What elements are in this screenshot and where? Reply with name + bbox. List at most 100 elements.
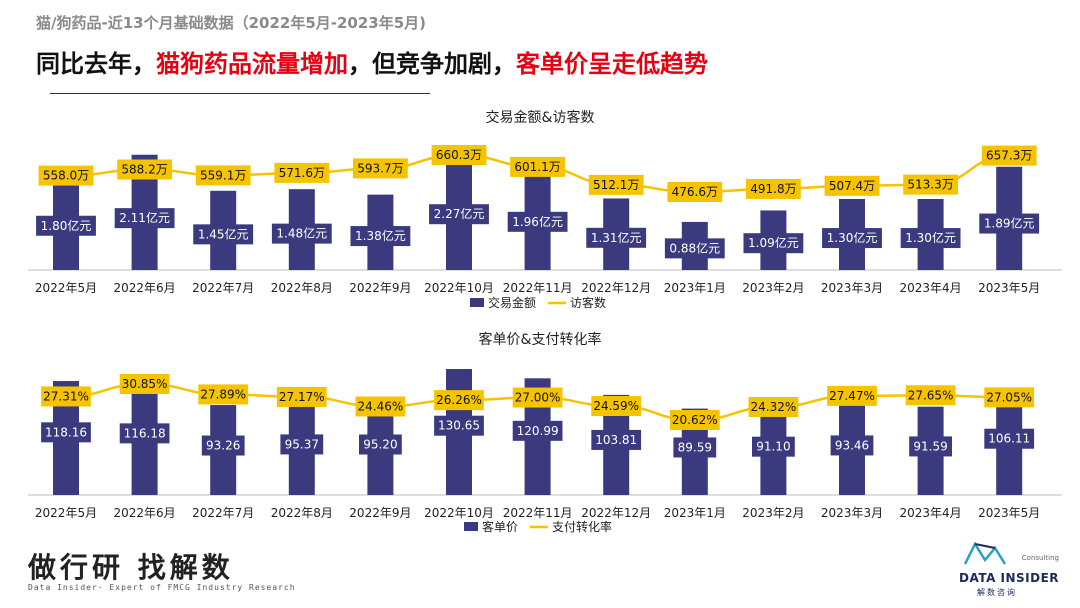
chart1-legend-bar-swatch	[470, 298, 484, 307]
chart2-bar-label-bg	[41, 422, 91, 443]
chart2-line-label-bg	[984, 387, 1035, 408]
chart2-bar-label: 120.99	[517, 424, 559, 438]
chart1-bar-label-bg	[114, 208, 175, 229]
chart2-bar-label-bg	[512, 420, 563, 441]
chart1-line-label-bg	[195, 165, 251, 186]
chart1-bar-label-bg	[664, 238, 725, 259]
chart1-line-label-bg	[746, 178, 801, 199]
chart1-bar-label-bg	[822, 228, 882, 249]
data-insider-logo: Consulting DATA INSIDER 解数咨询	[955, 538, 1065, 600]
chart1-x-tick-label: 2023年3月	[821, 281, 883, 295]
chart1-line-label-bg	[274, 162, 330, 183]
chart2-x-tick-label: 2022年8月	[271, 506, 333, 520]
chart2-x-tick-label: 2023年2月	[742, 506, 804, 520]
headline-part1: 同比去年，	[36, 50, 156, 78]
headline-part2: ，但竞争加剧，	[348, 50, 516, 78]
chart1-legend-bar-label: 交易金额	[488, 295, 536, 310]
chart2-bar-label: 91.59	[913, 439, 947, 453]
headline-highlight-price: 客单价呈走低趋势	[516, 50, 708, 78]
chart1-bar-label-bg	[743, 233, 804, 254]
chart2-x-tick-label: 2022年9月	[349, 506, 411, 520]
chart2-bar-label: 91.10	[756, 440, 790, 454]
chart1-line-label: 512.1万	[593, 178, 639, 192]
chart1-line-label-bg	[667, 182, 723, 202]
chart2-line-label-bg	[198, 384, 249, 405]
chart1-line-label: 476.6万	[672, 185, 718, 199]
chart2-bar-label-bg	[359, 434, 402, 455]
chart1-line-label-bg	[353, 158, 408, 179]
chart2-line-label-bg	[41, 386, 91, 407]
chart2-line-label: 30.85%	[122, 377, 168, 391]
chart1-bar-label: 1.38亿元	[355, 228, 406, 243]
chart2-bar-label: 118.16	[45, 425, 87, 439]
chart1-bar-label: 1.48亿元	[276, 226, 327, 241]
logo-name: DATA INSIDER	[959, 571, 1060, 585]
chart2-line-label: 24.46%	[358, 399, 404, 413]
chart2-bar-label: 95.37	[285, 437, 319, 451]
chart2-line-label-bg	[748, 396, 799, 417]
chart1-line-label-bg	[824, 175, 880, 196]
chart2-line-label-bg	[434, 390, 484, 411]
chart2-x-tick-label: 2022年5月	[35, 506, 97, 520]
chart1-bar-label: 1.30亿元	[827, 230, 878, 245]
chart2-legend-line-label: 支付转化率	[552, 519, 612, 534]
chart1-title: 交易金额&访客数	[486, 109, 595, 126]
chart2-line-label: 27.00%	[515, 391, 561, 405]
headline-divider	[50, 93, 430, 94]
chart2-line-label: 20.62%	[672, 413, 718, 427]
chart1-bar-label: 1.45亿元	[198, 226, 249, 241]
chart2-title: 客单价&支付转化率	[479, 331, 602, 348]
chart2-bar-label: 93.26	[206, 439, 240, 453]
chart2-line-label: 27.65%	[908, 388, 954, 402]
chart2-bar-label: 93.46	[835, 438, 869, 452]
chart1-bar-label: 1.30亿元	[905, 230, 956, 245]
chart1-x-tick-label: 2022年12月	[581, 281, 651, 295]
chart1-x-tick-label: 2023年4月	[900, 281, 962, 295]
chart2-line-label-bg	[355, 396, 406, 417]
chart2-bar-label-bg	[434, 415, 484, 436]
chart2-x-tick-label: 2022年10月	[424, 506, 494, 520]
chart1-x-tick-label: 2022年7月	[192, 281, 254, 295]
chart2-line-label: 27.05%	[986, 390, 1032, 404]
chart2-line-label: 26.26%	[436, 393, 482, 407]
footer-tagline: Data Insider- Expert of FMCG Industry Re…	[28, 583, 296, 592]
chart1-line-label: 559.1万	[200, 168, 246, 182]
chart1-legend-line-label: 访客数	[570, 295, 606, 310]
chart1-line-label-bg	[510, 156, 565, 177]
chart2-x-tick-label: 2022年12月	[581, 506, 651, 520]
chart1-bar-label-bg	[36, 215, 96, 236]
chart1-line-label: 588.2万	[121, 163, 167, 177]
chart2-line-label-bg	[827, 385, 877, 406]
chart1-x-tick-label: 2022年6月	[114, 281, 176, 295]
chart1-bar-label-bg	[271, 223, 332, 244]
chart1-x-tick-label: 2022年5月	[35, 281, 97, 295]
chart1-line-label: 571.6万	[279, 166, 325, 180]
chart2-bar-label-bg	[909, 436, 952, 457]
chart2-bar-label: 95.20	[363, 438, 397, 452]
page-subtitle: 猫/狗药品-近13个月基础数据（2022年5月-2023年5月)	[36, 14, 427, 32]
chart1-line-label-bg	[903, 174, 958, 195]
chart1-bar-label-bg	[586, 227, 647, 248]
chart1-bar-label: 1.89亿元	[984, 216, 1035, 231]
chart1-bar-label: 1.80亿元	[41, 218, 92, 233]
chart2-x-tick-label: 2023年3月	[821, 506, 883, 520]
chart1-bar-label-bg	[193, 224, 254, 245]
page-headline: 同比去年，猫狗药品流量增加，但竞争加剧，客单价呈走低趋势	[36, 44, 708, 79]
chart1-bar-label: 0.88亿元	[669, 240, 720, 255]
chart1-line-label: 660.3万	[436, 148, 482, 162]
chart2-bar-label-bg	[119, 423, 170, 444]
chart2-x-tick-label: 2023年5月	[978, 506, 1040, 520]
chart1-line-label: 601.1万	[514, 160, 560, 174]
chart1-bar-label: 2.27亿元	[434, 206, 485, 221]
chart2-bar-label-bg	[280, 434, 324, 455]
chart1-line-label-bg	[117, 159, 172, 180]
chart1-x-tick-label: 2022年9月	[349, 281, 411, 295]
chart2-legend-bar-label: 客单价	[482, 519, 518, 534]
chart2-line-label-bg	[119, 374, 170, 394]
chart2-bar-label-bg	[830, 435, 874, 456]
chart1-bar-label-bg	[900, 228, 961, 249]
chart2-bar-label: 89.59	[678, 440, 712, 454]
chart2-line-label-bg	[276, 386, 327, 407]
